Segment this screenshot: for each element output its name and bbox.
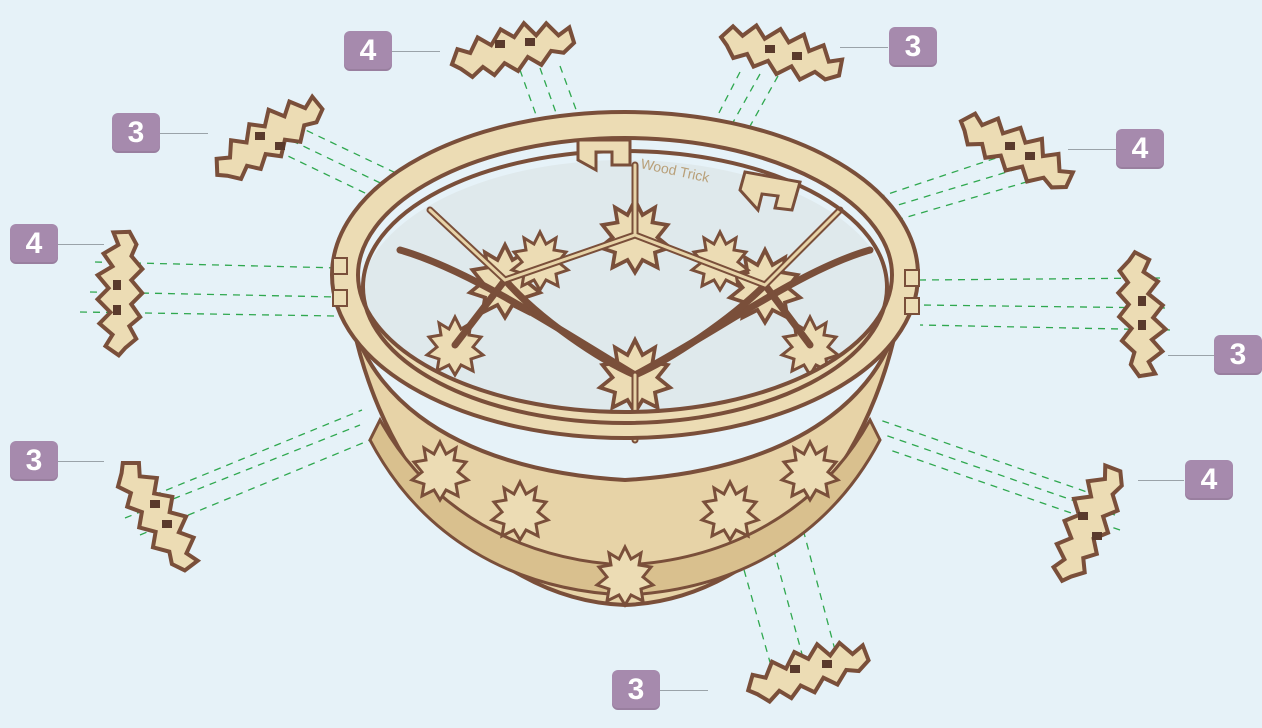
callout-badge: 3 bbox=[112, 113, 160, 153]
leader-line bbox=[392, 51, 440, 52]
leader-line bbox=[58, 244, 104, 245]
callout-badge: 3 bbox=[1214, 335, 1262, 375]
callout-badge: 4 bbox=[344, 31, 392, 71]
callout-badge: 4 bbox=[10, 224, 58, 264]
leader-line bbox=[840, 47, 888, 48]
piece-bottom bbox=[741, 633, 872, 708]
leader-line bbox=[660, 690, 708, 691]
piece-lower-right bbox=[1037, 458, 1136, 589]
callout-badge: 3 bbox=[889, 27, 937, 67]
leader-line bbox=[160, 133, 208, 134]
piece-right bbox=[1117, 251, 1167, 377]
callout-badge: 4 bbox=[1185, 460, 1233, 500]
piece-upper-right bbox=[951, 98, 1081, 203]
piece-lower-left bbox=[107, 449, 209, 579]
piece-upper-left bbox=[202, 85, 332, 190]
piece-top-left bbox=[447, 15, 577, 82]
leader-line bbox=[1168, 355, 1214, 356]
piece-top-right bbox=[716, 11, 848, 93]
piece-left bbox=[91, 229, 148, 357]
leader-line bbox=[1138, 480, 1184, 481]
callout-badge: 3 bbox=[10, 441, 58, 481]
leader-line bbox=[58, 461, 104, 462]
callout-badge: 4 bbox=[1116, 129, 1164, 169]
leader-line bbox=[1068, 149, 1116, 150]
callout-badge: 3 bbox=[612, 670, 660, 710]
